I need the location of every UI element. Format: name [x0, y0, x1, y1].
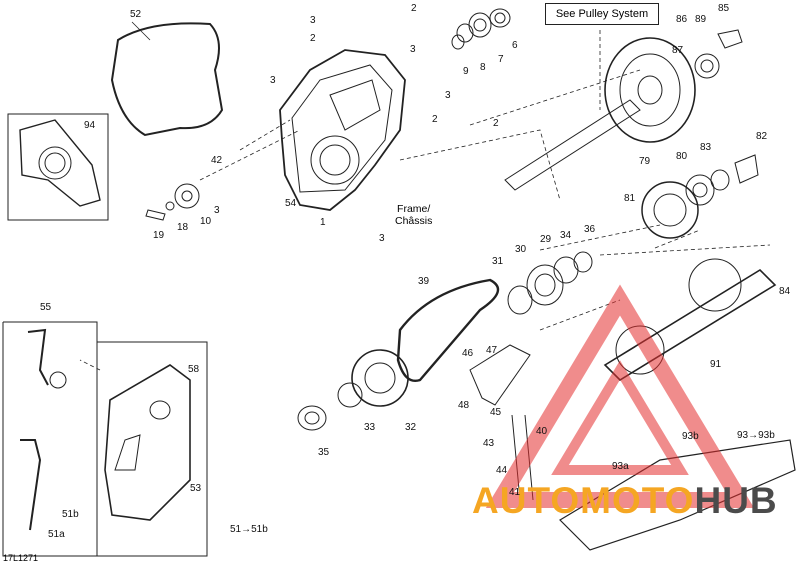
part-label[interactable]: 81	[624, 193, 636, 204]
part-label[interactable]: 9	[463, 66, 469, 77]
watermark-text: AUTOMOTOHUB	[472, 480, 778, 522]
track-93	[559, 439, 796, 551]
part-label[interactable]: 43	[483, 438, 495, 449]
part-label[interactable]: 53	[190, 483, 202, 494]
part-label[interactable]: 3	[410, 44, 416, 55]
part-label[interactable]: 19	[153, 230, 165, 241]
part-label[interactable]: 91	[710, 359, 722, 370]
part-label[interactable]: 51→51b	[230, 524, 268, 535]
gasket-52	[110, 22, 224, 137]
part-label[interactable]: 31	[492, 256, 504, 267]
part-label[interactable]: 40	[536, 426, 548, 437]
part-label[interactable]: 79	[639, 156, 651, 167]
part-label[interactable]: 2	[432, 114, 438, 125]
part-label[interactable]: 32	[405, 422, 417, 433]
part-label[interactable]: 3	[310, 15, 316, 26]
part-label[interactable]: 89	[695, 14, 707, 25]
sprocket-79	[641, 181, 699, 239]
part-label[interactable]: 39	[418, 276, 430, 287]
inset-box-94	[7, 113, 109, 221]
part-label[interactable]: 3	[214, 205, 220, 216]
part-label[interactable]: 93a	[612, 461, 629, 472]
part-label[interactable]: 45	[490, 407, 502, 418]
part-label[interactable]: 54	[285, 198, 297, 209]
part-label[interactable]: 3	[270, 75, 276, 86]
part-label[interactable]: 93b	[682, 431, 699, 442]
frame-chassis-label: Frame/ Châssis	[395, 203, 432, 227]
part-label[interactable]: 87	[672, 45, 684, 56]
part-label[interactable]: 2	[310, 33, 316, 44]
see-pulley-system-callout[interactable]: See Pulley System	[545, 3, 659, 25]
part-label[interactable]: 10	[200, 216, 212, 227]
part-label[interactable]: 80	[676, 151, 688, 162]
sprocket-32	[351, 349, 409, 407]
part-label[interactable]: 51a	[48, 529, 65, 540]
part-label[interactable]: 93→93b	[737, 430, 775, 441]
part-label[interactable]: 6	[512, 40, 518, 51]
part-label[interactable]: 55	[40, 302, 52, 313]
part-label[interactable]: 83	[700, 142, 712, 153]
part-label[interactable]: 44	[496, 465, 508, 476]
inset-box-51	[96, 341, 208, 557]
part-label[interactable]: 41	[509, 487, 521, 498]
cover-51	[104, 364, 191, 521]
part-label[interactable]: 52	[130, 9, 142, 20]
diagram-code: 17L1271	[3, 553, 39, 563]
part-label[interactable]: 33	[364, 422, 376, 433]
part-label[interactable]: 3	[379, 233, 385, 244]
part-label[interactable]: 3	[445, 90, 451, 101]
part-label[interactable]: 84	[779, 286, 791, 297]
part-label[interactable]: 1	[320, 217, 326, 228]
pulley-shaft	[504, 99, 641, 191]
tube-55	[27, 328, 49, 386]
part-label[interactable]: 85	[718, 3, 730, 14]
part-label[interactable]: 48	[458, 400, 470, 411]
part-label[interactable]: 94	[84, 120, 96, 131]
part-label[interactable]: 8	[480, 62, 486, 73]
gear-10	[174, 183, 200, 209]
part-label[interactable]: 51b	[62, 509, 79, 520]
part-label[interactable]: 35	[318, 447, 330, 458]
part-label[interactable]: 30	[515, 244, 527, 255]
watermark-part1: AUTOMOTO	[472, 480, 695, 521]
part-label[interactable]: 7	[498, 54, 504, 65]
part-label[interactable]: 47	[486, 345, 498, 356]
part-label[interactable]: 86	[676, 14, 688, 25]
part-label[interactable]: 34	[560, 230, 572, 241]
part-label[interactable]: 2	[493, 118, 499, 129]
chain-39	[396, 278, 500, 382]
part-label[interactable]: 42	[211, 155, 223, 166]
housing-1	[279, 49, 406, 211]
part-label[interactable]: 29	[540, 234, 552, 245]
part-label[interactable]: 58	[188, 364, 200, 375]
frame-label-line1: Frame/	[397, 203, 431, 215]
watermark-logo	[485, 284, 755, 508]
part-label[interactable]: 18	[177, 222, 189, 233]
part-label[interactable]: 2	[411, 3, 417, 14]
part-label[interactable]: 36	[584, 224, 596, 235]
watermark-part2: HUB	[694, 480, 778, 521]
frame-label-line2: Châssis	[395, 215, 433, 227]
bracket-94	[19, 119, 101, 207]
part-label[interactable]: 46	[462, 348, 474, 359]
pulley	[604, 37, 696, 143]
part-label[interactable]: 82	[756, 131, 768, 142]
